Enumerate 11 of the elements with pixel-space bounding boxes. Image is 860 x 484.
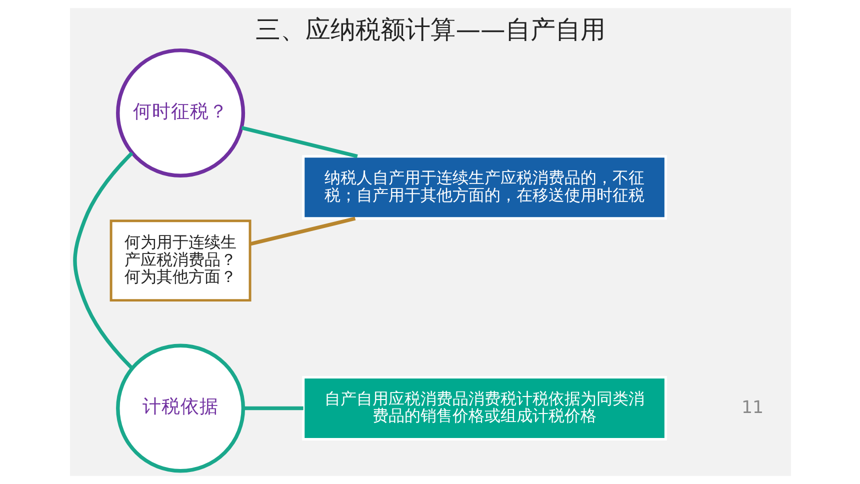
node-box: 纳税人自产用于连续生产应税消费品的，不征税；自产用于其他方面的，在移送使用时征税 xyxy=(302,155,666,220)
node-box: 自产自用应税消费品消费税计税依据为同类消费品的销售价格或组成计税价格 xyxy=(302,376,666,441)
connector xyxy=(240,126,358,158)
diagram-title: 三、应纳税额计算——自产自用 xyxy=(255,14,605,44)
connector xyxy=(243,406,303,410)
connector xyxy=(249,216,356,246)
node-circle: 何时征税？ xyxy=(116,48,245,178)
label: 11 xyxy=(740,398,764,418)
connector xyxy=(72,152,133,370)
node-box: 何为用于连续生产应税消费品？何为其他方面？ xyxy=(109,220,251,302)
node-circle: 计税依据 xyxy=(116,344,245,473)
